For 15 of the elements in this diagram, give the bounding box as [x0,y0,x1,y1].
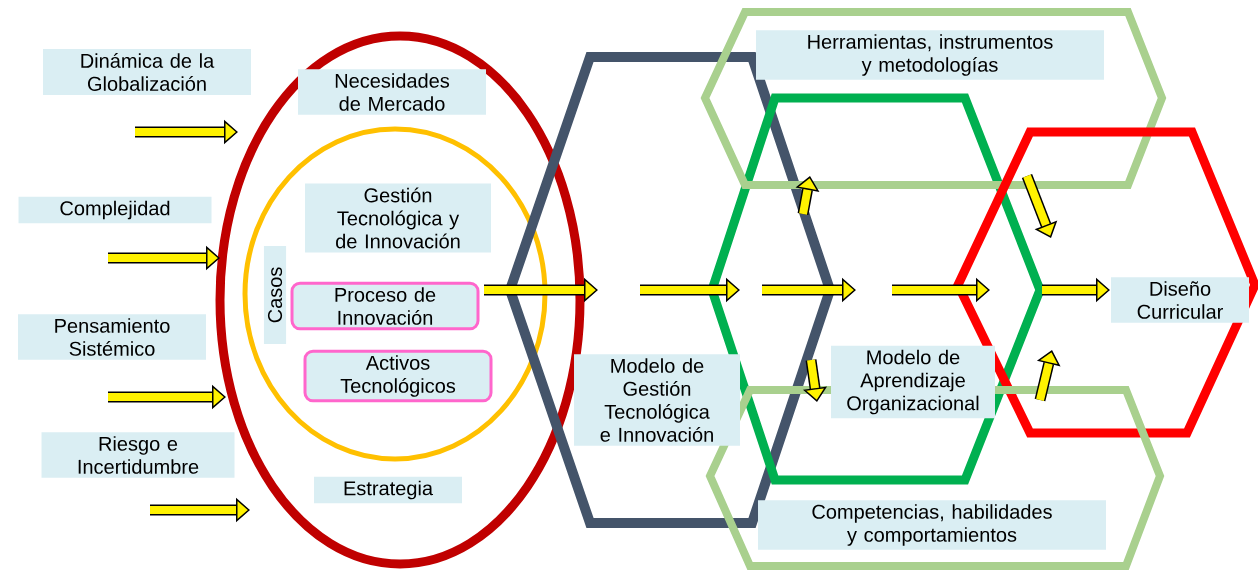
text-box: Dinámica de la Globalización [43,49,251,95]
arrow [1021,174,1058,238]
text-box: Herramientas, instrumentos y metodologías [756,30,1104,80]
text-box: Necesidades de Mercado [298,69,486,115]
process-box: Activos Tecnológicos [303,349,493,403]
text-box: Riesgo e Incertidumbre [41,432,235,478]
ellipse [215,31,585,569]
text-box: Complejidad [18,196,212,224]
text-box: Pensamiento Sistémico [18,314,206,360]
text-box: Estrategia [314,476,462,504]
text-box: Competencias, habilidades y comportamientos [758,500,1106,550]
ellipse [242,126,548,462]
process-box: Proceso de Innovación [290,281,480,331]
text-box: Gestión Tecnológica y de Innovación [305,183,491,253]
text-box: Casos [263,246,287,344]
